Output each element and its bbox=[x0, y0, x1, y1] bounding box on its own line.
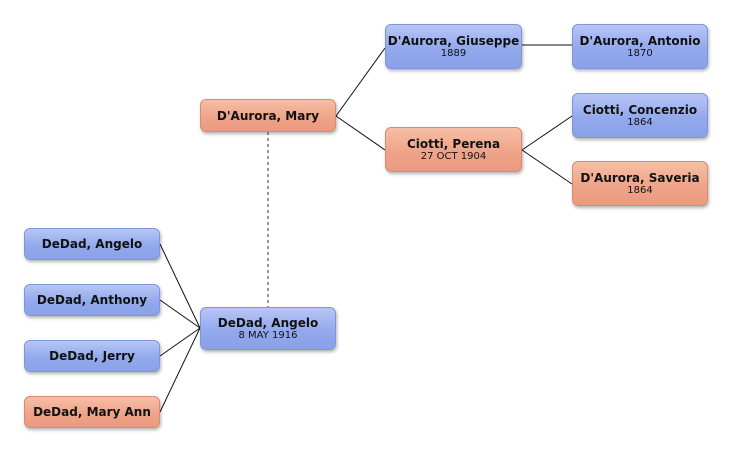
person-card-perena-ciotti[interactable]: Ciotti, Perena 27 OCT 1904 bbox=[385, 127, 522, 172]
person-name: DeDad, Jerry bbox=[49, 349, 135, 363]
connector-line bbox=[159, 243, 201, 329]
connector-line bbox=[335, 47, 386, 117]
person-name: D'Aurora, Mary bbox=[216, 108, 320, 123]
connector-line bbox=[159, 299, 201, 329]
person-date: 1889 bbox=[440, 47, 467, 59]
connector-line bbox=[521, 115, 573, 151]
person-date: 1864 bbox=[627, 184, 653, 196]
person-name: D'Aurora, Giuseppe bbox=[387, 33, 520, 48]
person-card-jerry-dedad[interactable]: DeDad, Jerry bbox=[24, 340, 160, 372]
person-card-saveria-daurora[interactable]: D'Aurora, Saveria 1864 bbox=[572, 161, 708, 206]
person-name: DeDad, Mary Ann bbox=[33, 405, 151, 419]
person-card-angelo-dedad-sr[interactable]: DeDad, Angelo 8 MAY 1916 bbox=[200, 307, 336, 350]
person-date: 27 OCT 1904 bbox=[420, 150, 487, 162]
person-date: 1864 bbox=[627, 116, 653, 128]
person-card-mary-daurora[interactable]: D'Aurora, Mary bbox=[200, 99, 336, 132]
person-card-giuseppe-daurora[interactable]: D'Aurora, Giuseppe 1889 bbox=[385, 24, 522, 69]
connector-line bbox=[521, 149, 573, 185]
person-name: D'Aurora, Antonio bbox=[579, 33, 701, 48]
person-name: D'Aurora, Saveria bbox=[580, 170, 700, 185]
person-card-antonio-daurora[interactable]: D'Aurora, Antonio 1870 bbox=[572, 24, 708, 69]
person-card-concenzio-ciotti[interactable]: Ciotti, Concenzio 1864 bbox=[572, 93, 708, 138]
person-card-mary-ann-dedad[interactable]: DeDad, Mary Ann bbox=[24, 396, 160, 428]
person-name: Ciotti, Concenzio bbox=[582, 102, 698, 117]
person-name: Ciotti, Perena bbox=[406, 136, 501, 151]
connector-line bbox=[159, 327, 201, 357]
person-card-anthony-dedad[interactable]: DeDad, Anthony bbox=[24, 284, 160, 316]
person-name: DeDad, Angelo bbox=[217, 315, 319, 330]
person-card-angelo-dedad-jr[interactable]: DeDad, Angelo bbox=[24, 228, 160, 260]
person-name: DeDad, Angelo bbox=[41, 237, 143, 251]
person-name: DeDad, Anthony bbox=[36, 293, 148, 307]
person-date: 8 MAY 1916 bbox=[238, 329, 298, 341]
connector-line bbox=[159, 327, 201, 413]
connector-line bbox=[335, 115, 386, 151]
person-date: 1870 bbox=[627, 47, 653, 59]
